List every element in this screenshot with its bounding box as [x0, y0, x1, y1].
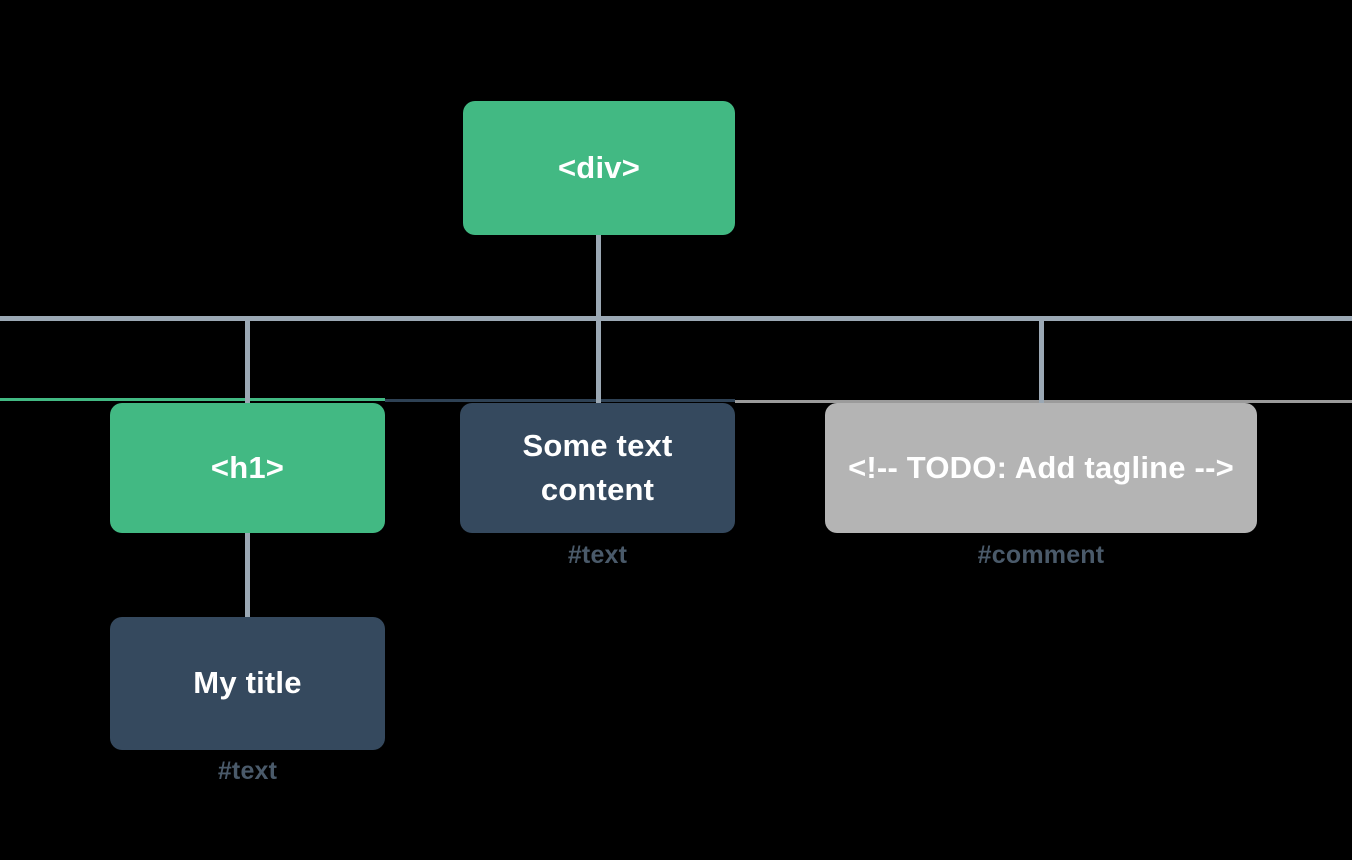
edge-to-h1 [245, 316, 250, 406]
rail-top-children [0, 398, 385, 401]
edge-to-text [596, 316, 601, 406]
node-h1[interactable]: <h1> [110, 403, 385, 533]
node-div[interactable]: <div> [463, 101, 735, 235]
node-div-text: <div> [558, 149, 640, 185]
node-comment[interactable]: <!-- TODO: Add tagline --> [825, 403, 1257, 533]
node-comment-label: #comment [977, 541, 1105, 569]
node-comment-text: <!-- TODO: Add tagline --> [848, 449, 1234, 485]
edge-div-down [596, 235, 601, 321]
node-some-text-text: Some text content [522, 427, 673, 507]
edge-children-rail [0, 316, 1352, 321]
node-my-title[interactable]: My title [110, 617, 385, 750]
rail-text-node [385, 399, 735, 402]
node-h1-text: <h1> [210, 449, 285, 485]
node-some-text-label: #text [567, 541, 628, 569]
node-my-title-label: #text [217, 757, 278, 785]
node-my-title-text: My title [193, 665, 302, 701]
edge-to-comment [1039, 316, 1044, 406]
edge-h1-to-title [245, 530, 250, 620]
node-some-text[interactable]: Some text content [460, 403, 735, 533]
